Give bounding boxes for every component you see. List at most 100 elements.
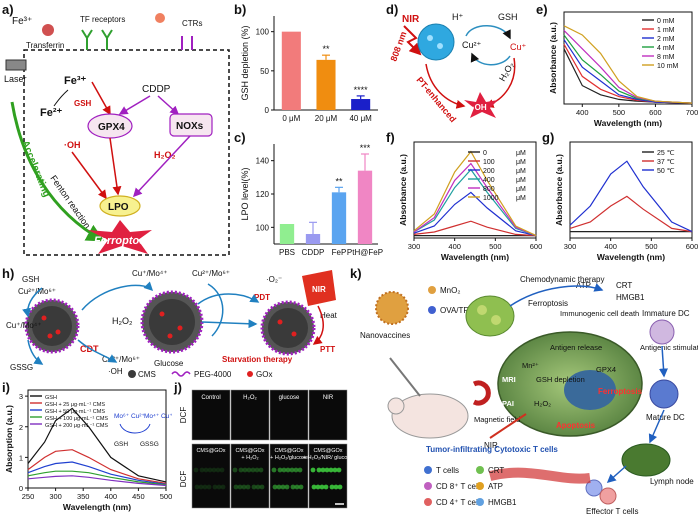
fluorescent-cell <box>211 467 217 473</box>
legend-label: 50 ℃ <box>657 168 675 175</box>
cell-membrane <box>23 49 230 256</box>
legend-cms-label: CMS <box>138 370 156 378</box>
y-tick-label: 100 <box>256 28 270 37</box>
fluorescent-cell <box>272 484 278 490</box>
x-tick-label: 350 <box>77 492 90 501</box>
nanovaccines-label: Nanovaccines <box>360 331 410 340</box>
gsh-label: GSH <box>498 12 518 22</box>
fluorescent-cell <box>316 467 322 473</box>
particle-icon <box>155 13 165 23</box>
immature-dc-label: Immature DC <box>642 309 690 318</box>
cms-particle-3 <box>260 300 316 356</box>
bar <box>281 31 301 111</box>
legend-unit: μM <box>516 195 526 202</box>
oh-burst <box>464 92 498 118</box>
x-tick-label: 300 <box>49 492 62 501</box>
lymph-node-icon <box>621 443 671 477</box>
fluorescent-cell <box>320 467 326 473</box>
series-line <box>27 407 167 483</box>
micrograph-bottom <box>191 443 231 509</box>
fluorescent-cell <box>328 467 334 473</box>
wavelength-808-label: 808 nm <box>388 30 408 63</box>
legend-label: 8 mM <box>657 54 675 61</box>
noxs-label: NOXs <box>176 121 204 132</box>
panel-a-diagram: Fe³⁺ Transferrin TF receptors CTRs Laser… <box>4 13 230 256</box>
fluorescent-cell <box>206 484 212 490</box>
oh-label: ·OH <box>64 140 81 150</box>
glucose-label: Glucose <box>154 359 184 368</box>
fluorescent-cell <box>329 484 335 490</box>
legend-unit: μM <box>516 150 526 157</box>
fluorescent-cell <box>324 467 330 473</box>
x-tick-label: 500 <box>613 108 626 117</box>
panel-k-diagram: Nanovaccines MnO₂ OVA/TF Chemodynamic th… <box>360 275 700 516</box>
micrograph-bottom-label: + H₂O₂/NIR/ glucose <box>303 455 350 461</box>
x-tick-label: 600 <box>686 242 698 251</box>
row-label-bottom: DCF <box>179 471 188 488</box>
ova-tf-icon <box>428 306 436 314</box>
antigenic-stim-label: Antigenic stimulation <box>640 343 698 352</box>
legend-label: 37 ℃ <box>657 159 675 166</box>
micrograph-top <box>308 389 348 441</box>
mno2-label: MnO₂ <box>440 286 460 295</box>
legend-label: 25 ℃ <box>657 150 675 157</box>
legend-item-0: T cells <box>436 466 459 475</box>
inset-bottom-right-label: GSSG <box>140 441 159 448</box>
plot-frame <box>413 141 537 239</box>
legend-label: 1000 <box>483 195 499 202</box>
lymph-node-label: Lymph node <box>650 477 694 486</box>
fluorescent-cell <box>212 484 218 490</box>
plot-frame <box>27 389 167 489</box>
fluorescent-cell <box>311 484 317 490</box>
x-tick-label: 400 <box>576 108 589 117</box>
ferroptosis-label: Ferroptosis <box>94 235 155 247</box>
fluorescent-cell <box>245 484 251 490</box>
legend-item-5: HMGB1 <box>488 498 517 507</box>
fluorescent-cell <box>241 484 247 490</box>
legend-label: 0 <box>483 150 487 157</box>
magnet-icon <box>472 380 491 406</box>
fluorescent-cell <box>237 484 243 490</box>
y-tick-label: 0 <box>19 484 23 493</box>
ferroptosis-label: Ferroptosis <box>598 387 643 396</box>
fluorescent-cell <box>297 467 303 473</box>
micrograph-top <box>230 389 270 441</box>
panel-h-letter: h) <box>2 266 15 281</box>
fluorescent-cell <box>242 467 248 473</box>
y-axis-label: Absorbance (a.u.) <box>548 22 558 94</box>
significance-label: *** <box>360 143 371 153</box>
cms-particle-1 <box>24 298 80 354</box>
legend-unit: μM <box>516 159 526 166</box>
inset-arrow <box>119 423 151 434</box>
fluorescent-cell <box>333 484 339 490</box>
panel-b-letter: b) <box>234 2 247 17</box>
fluorescent-cell <box>250 467 256 473</box>
fluorescent-cell <box>251 484 257 490</box>
ova-tf-label: OVA/TF <box>440 306 468 315</box>
mn2-label: Mn²⁺ <box>522 361 539 370</box>
legend-item-1: CRT <box>488 466 504 475</box>
legend-label: 2 mM <box>657 36 675 43</box>
nir-beam-icon <box>489 413 527 439</box>
nucleus-icon <box>564 370 616 410</box>
fluorescent-cell <box>323 484 329 490</box>
ferroptosis-top-label: Ferroptosis <box>528 299 568 308</box>
x-tick-label: 700 <box>686 108 698 117</box>
cms-particle-2 <box>140 290 204 354</box>
cu-mo-d-label: Cu⁺/Mo⁴⁺ <box>132 269 167 278</box>
effector-tcell-icon <box>585 479 603 497</box>
fluorescent-cell <box>207 467 213 473</box>
y-axis-label: Absorption (a.u.) <box>4 405 14 473</box>
series-line <box>563 25 693 104</box>
series-line <box>563 39 693 104</box>
legend-unit: μM <box>516 186 526 193</box>
bar <box>316 59 336 110</box>
y-tick-label: 0 <box>265 106 270 115</box>
gsh-label: GSH <box>22 275 40 284</box>
micrograph-bottom-label: CMS@GOx <box>196 448 225 454</box>
oh-label: ·OH <box>472 103 487 112</box>
